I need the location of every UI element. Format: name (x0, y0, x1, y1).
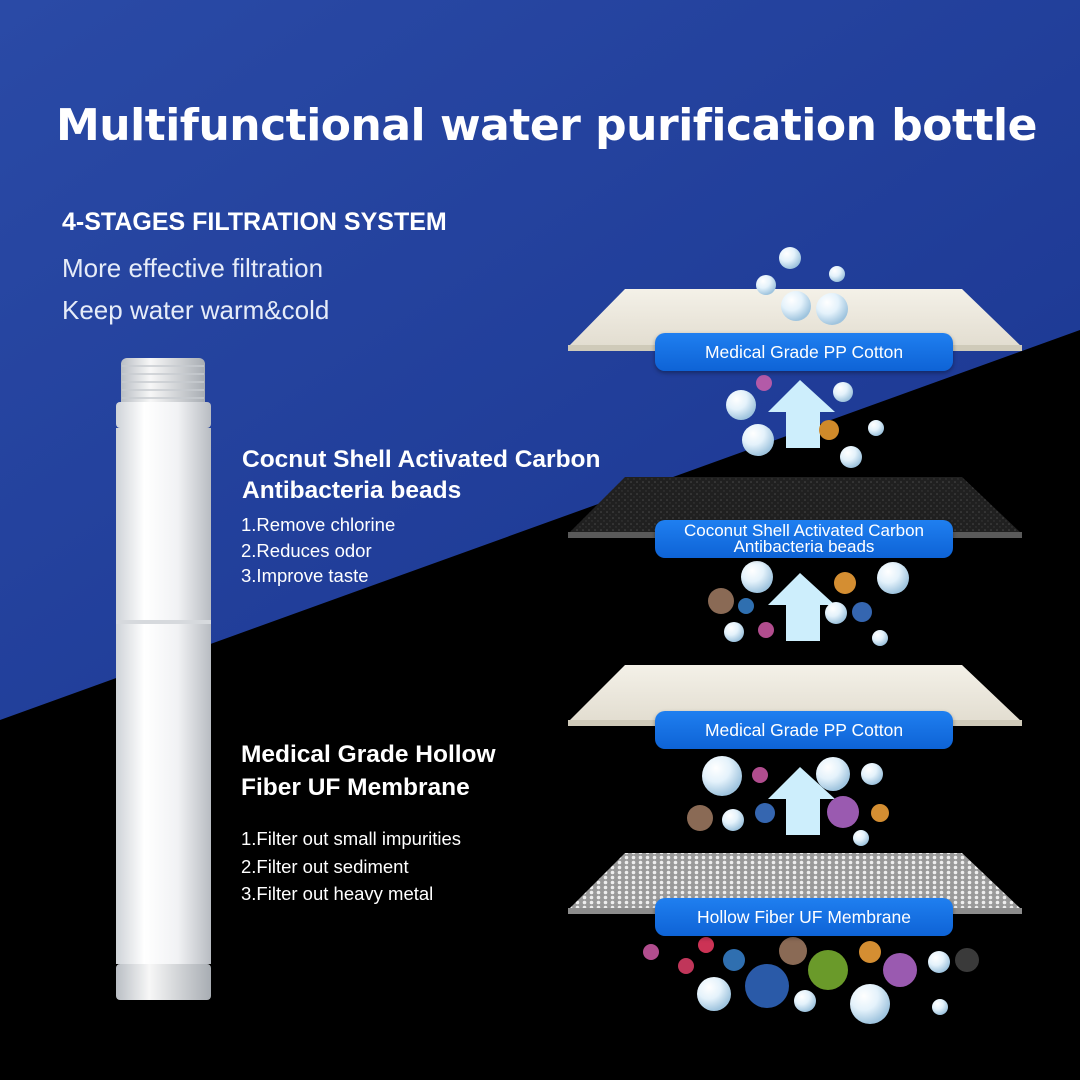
list-item: 2.Filter out sediment (241, 855, 409, 877)
feature-list-carbon: 1.Remove chlorine 2.Reduces odor 3.Impro… (241, 512, 395, 589)
bubbles-illustration (643, 247, 979, 1024)
up-arrow-icon (768, 380, 835, 835)
layer-label-carbon: Coconut Shell Activated Carbon Antibacte… (655, 520, 953, 558)
layer-label-pp-cotton: Medical Grade PP Cotton (655, 333, 953, 371)
feature-title-carbon: Cocnut Shell Activated Carbon Antibacter… (242, 444, 600, 506)
list-item: 3.Filter out heavy metal (241, 883, 434, 904)
tagline: More effective filtration (62, 253, 324, 283)
layer-label-uf-membrane: Hollow Fiber UF Membrane (655, 898, 953, 936)
feature-title-membrane: Medical Grade Hollow Fiber UF Membrane (241, 738, 496, 804)
list-item: 3.Improve taste (241, 565, 369, 586)
feature-title-line: Antibacteria beads (242, 477, 462, 504)
tagline: Keep water warm&cold (62, 295, 330, 325)
list-item: 1.Remove chlorine (241, 514, 396, 535)
layer-label-pp-cotton: Medical Grade PP Cotton (655, 711, 953, 749)
subheading: 4-STAGES FILTRATION SYSTEM (62, 208, 447, 236)
list-item: 2.Reduces odor (241, 539, 372, 561)
feature-title-line: Cocnut Shell Activated Carbon (242, 446, 601, 473)
feature-list-membrane: 1.Filter out small impurities 2.Filter o… (241, 825, 461, 908)
feature-title-line: Fiber UF Membrane (241, 774, 470, 801)
layer-label-line: Antibacteria beads (733, 537, 875, 556)
layer-label-line: Coconut Shell Activated Carbon (683, 521, 925, 540)
page-title: Multifunctional water purification bottl… (56, 100, 1037, 151)
list-item: 1.Filter out small impurities (241, 828, 462, 849)
filter-cartridge-illustration (116, 358, 211, 1000)
feature-title-line: Medical Grade Hollow (241, 741, 496, 768)
